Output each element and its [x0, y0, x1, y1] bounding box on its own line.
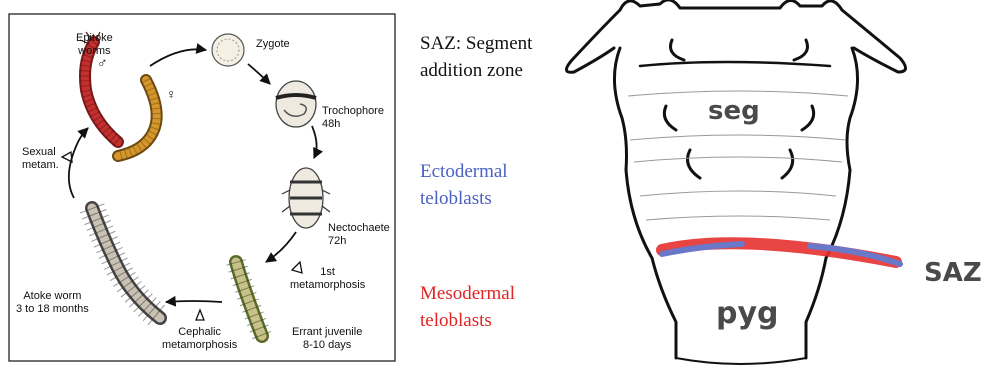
right-parapodium-1: [842, 10, 906, 72]
label-pyg: pyg: [716, 296, 779, 331]
trochophore-illustration: [276, 81, 316, 127]
body-left-lower: [626, 170, 676, 358]
male-symbol: ♂: [97, 56, 108, 69]
segment-hooks-3: [688, 150, 793, 178]
teloblast-bands: [662, 243, 900, 264]
legend-mesodermal: Mesodermal teloblasts: [420, 280, 515, 334]
label-nectochaete: Nectochaete 72h: [328, 222, 390, 248]
arrow-to-atoke: [166, 301, 222, 302]
label-saz: SAZ: [924, 258, 982, 288]
segment-arc-1: [640, 62, 830, 66]
body-bottom: [676, 358, 806, 364]
zygote-illustration: [212, 34, 244, 66]
label-zygote: Zygote: [256, 38, 290, 51]
left-parapodium-1: [566, 10, 620, 72]
legend-saz: SAZ: Segment addition zone: [420, 30, 532, 84]
label-errant-juvenile: Errant juvenile 8-10 days: [292, 326, 362, 352]
label-trochophore: Trochophore 48h: [322, 105, 384, 131]
body-top-outline: [620, 0, 842, 10]
female-symbol: ♀: [166, 88, 177, 101]
body-right-side: [847, 48, 858, 170]
label-sexual-metamorphosis: Sexual metam.: [22, 146, 59, 172]
body-right-lower: [806, 170, 850, 358]
label-seg: seg: [708, 96, 760, 126]
body-left-side: [614, 48, 626, 170]
label-cephalic-metamorphosis: Cephalic metamorphosis: [162, 326, 237, 352]
legend-ectodermal: Ectodermal teloblasts: [420, 158, 508, 212]
label-first-metamorphosis: 1st metamorphosis: [290, 266, 365, 292]
segment-hooks-1: [671, 40, 808, 60]
label-atoke-worm: Atoke worm 3 to 18 months: [16, 290, 89, 316]
